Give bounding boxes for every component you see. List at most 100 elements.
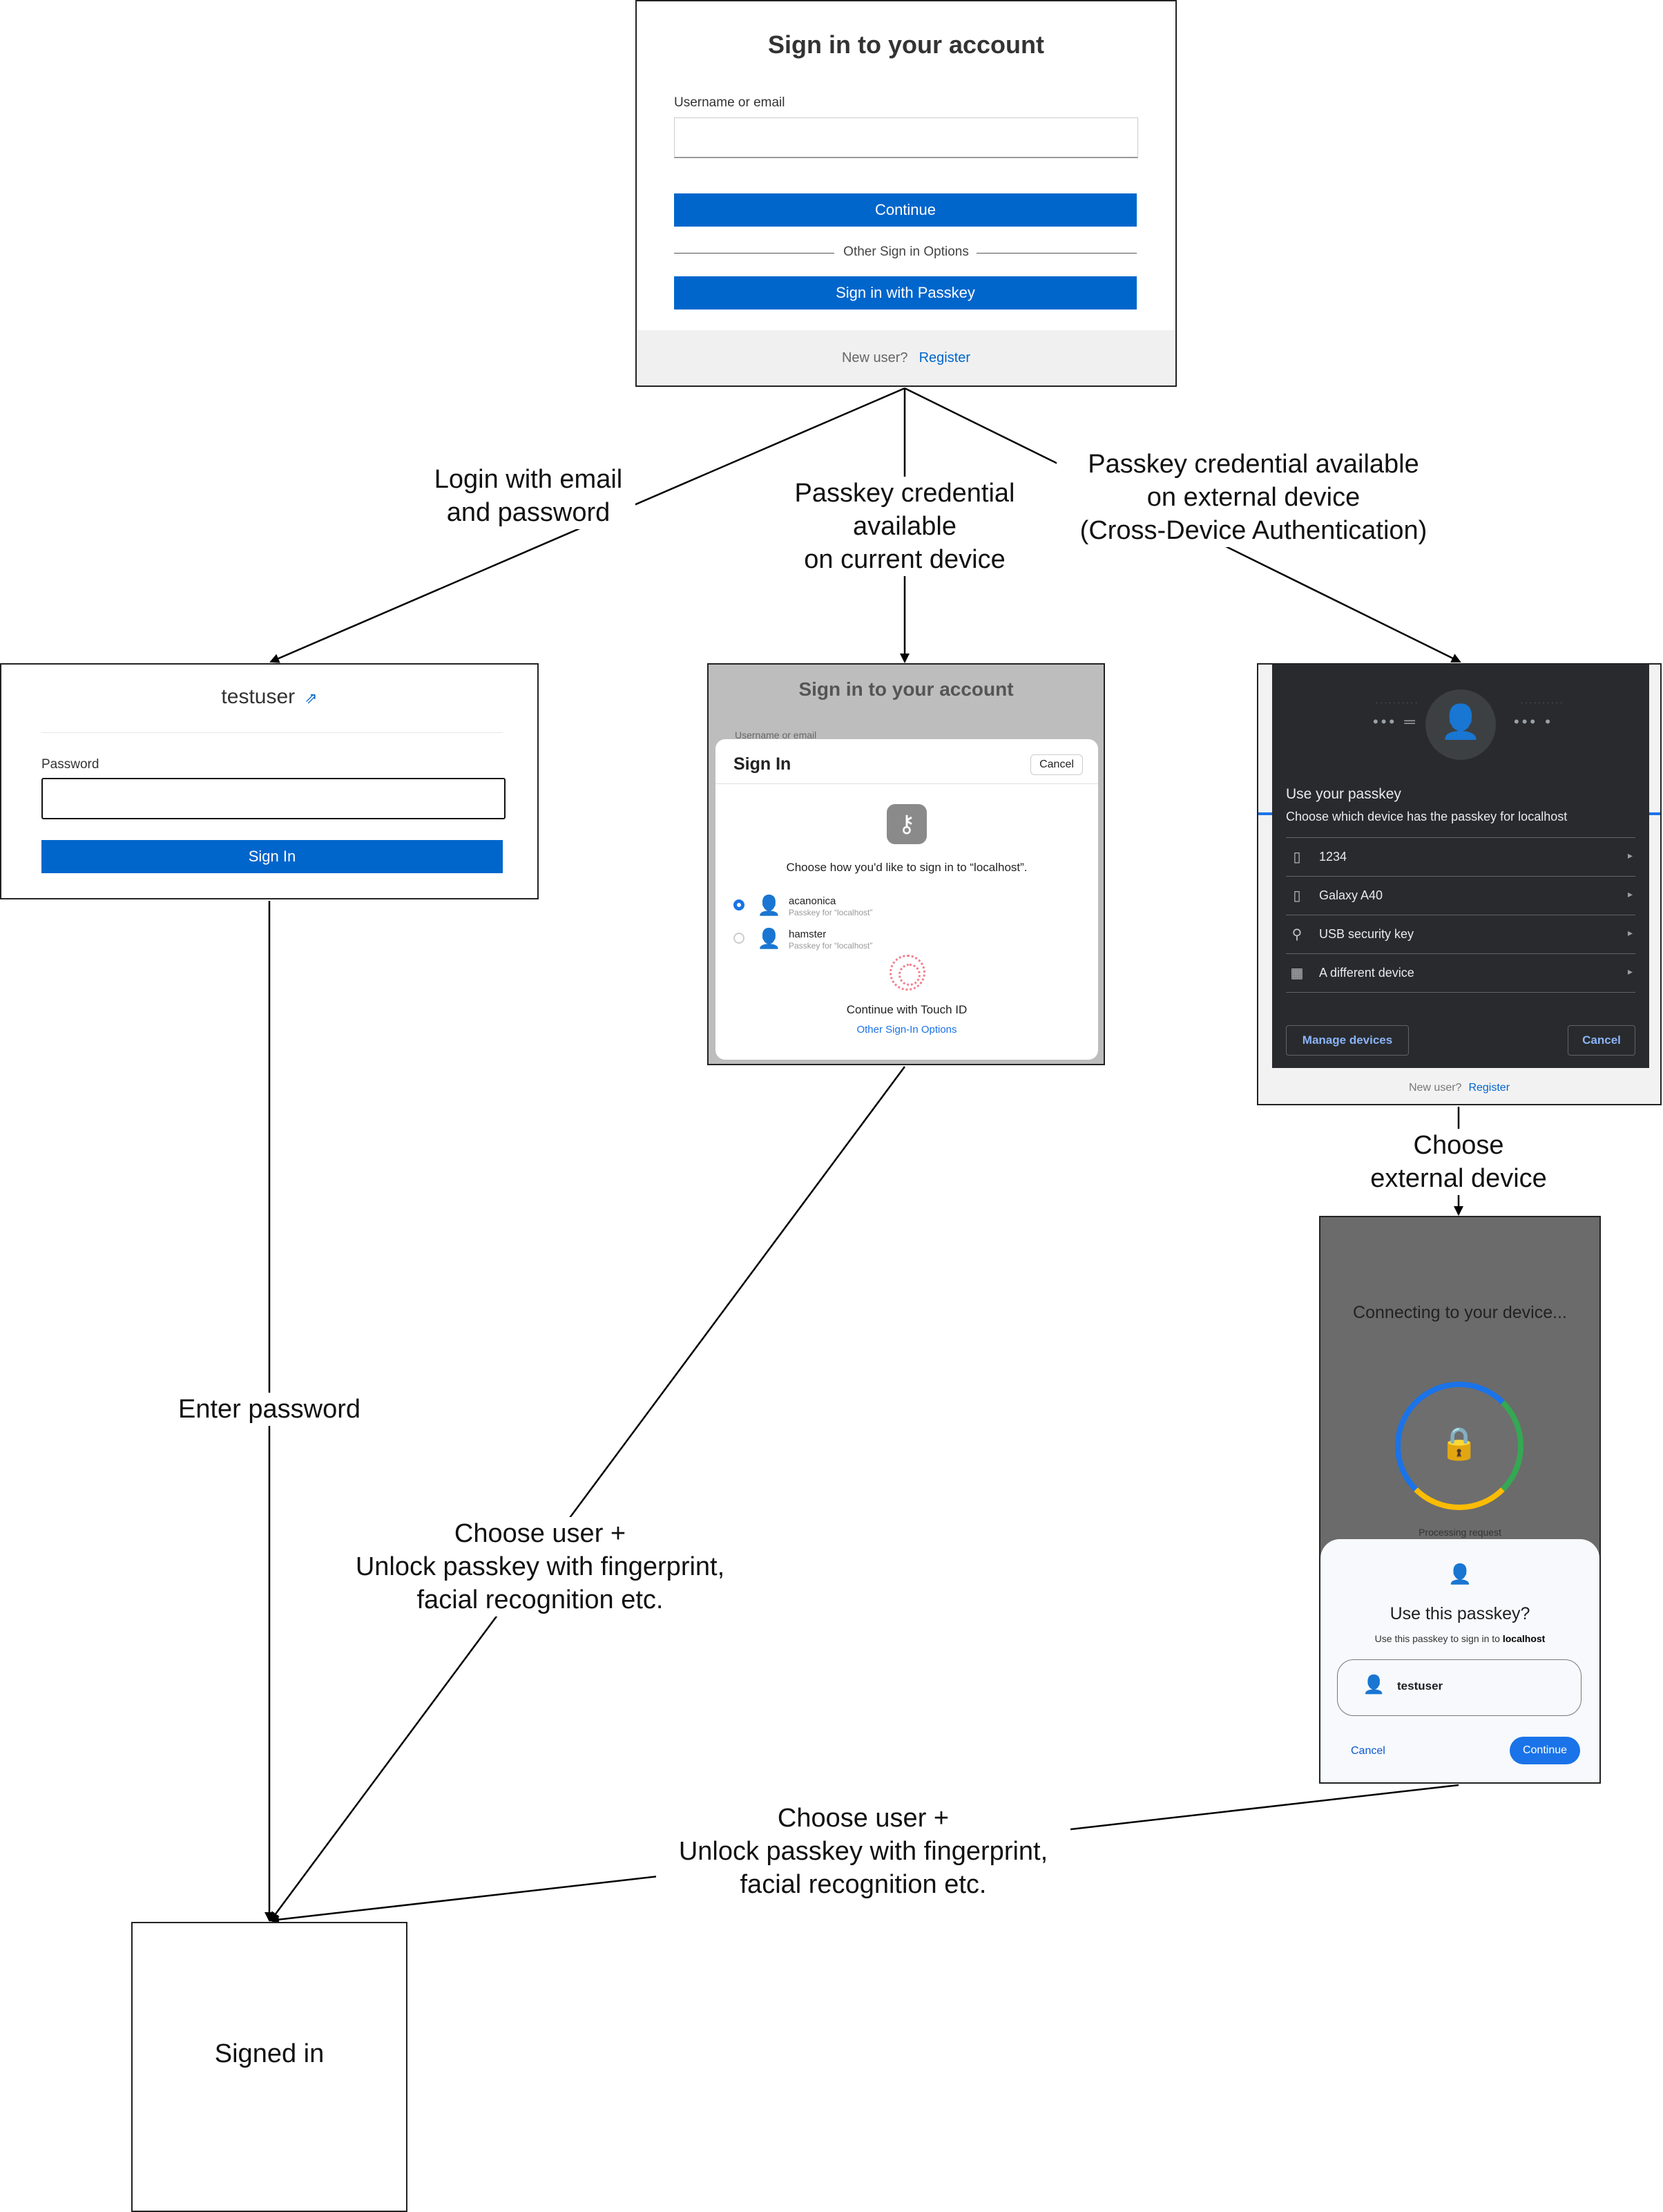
signin-prompt: Choose how you'd like to sign in to “loc… bbox=[786, 861, 1028, 874]
account-sub: Passkey for “localhost” bbox=[789, 908, 873, 917]
person-key-icon: 👤 bbox=[1440, 704, 1481, 741]
username-label: Username or email bbox=[674, 95, 785, 110]
sheet-subtext-host: localhost bbox=[1502, 1633, 1546, 1644]
device-option[interactable]: ⚲ USB security key ▸ bbox=[1286, 915, 1635, 953]
sheet-cancel-button[interactable]: Cancel bbox=[1351, 1745, 1385, 1757]
username-header: testuser⇗ bbox=[1, 685, 537, 709]
password-screen: testuser⇗ Password Sign In bbox=[0, 663, 539, 899]
signin-screen: Sign in to your account Username or emai… bbox=[635, 0, 1177, 387]
edge-label-unlock-local: Choose user + Unlock passkey with finger… bbox=[333, 1517, 747, 1617]
change-user-icon[interactable]: ⇗ bbox=[305, 689, 318, 707]
progress-ring: 🔒 bbox=[1395, 1382, 1523, 1510]
chevron-right-icon: ▸ bbox=[1627, 927, 1633, 938]
local-passkey-screen: Sign in to your account Username or emai… bbox=[707, 663, 1105, 1065]
lock-icon: 🔒 bbox=[1439, 1425, 1479, 1461]
device-label: USB security key bbox=[1319, 927, 1414, 941]
row-divider bbox=[1286, 992, 1635, 993]
chevron-right-icon: ▸ bbox=[1627, 850, 1633, 861]
device-option[interactable]: ▦ A different device ▸ bbox=[1286, 953, 1635, 992]
person-key-icon: 👤 bbox=[1448, 1563, 1472, 1585]
page-accent-right bbox=[1644, 812, 1660, 815]
sheet-title: Sign In bbox=[733, 754, 791, 774]
other-options-divider: Other Sign in Options bbox=[843, 245, 969, 259]
new-user-text: New user? bbox=[1408, 1082, 1462, 1094]
usb-icon: ⚲ bbox=[1291, 927, 1302, 942]
device-label: 1234 bbox=[1319, 850, 1347, 864]
background-page-title: Sign in to your account bbox=[798, 678, 1014, 700]
account-sub: Passkey for “localhost” bbox=[789, 941, 873, 951]
signed-in-label: Signed in bbox=[214, 2039, 325, 2068]
person-key-icon: 👤 bbox=[1363, 1674, 1385, 1695]
sheet-subtext: Use this passkey to sign in to localhost bbox=[1320, 1633, 1599, 1644]
sheet-subtext-prefix: Use this passkey to sign in to bbox=[1374, 1633, 1503, 1644]
chevron-right-icon: ▸ bbox=[1627, 966, 1633, 977]
sheet-divider bbox=[715, 783, 1098, 784]
device-option[interactable]: ▯ Galaxy A40 ▸ bbox=[1286, 876, 1635, 915]
account-name: hamster bbox=[789, 928, 827, 940]
edge-label-login-password: Login with email and password bbox=[421, 463, 635, 529]
decor-dots: ••• ═ bbox=[1373, 713, 1418, 730]
qr-code-icon: ▦ bbox=[1290, 966, 1304, 981]
register-link[interactable]: Register bbox=[1468, 1082, 1510, 1094]
dialog-heading: Use your passkey bbox=[1286, 786, 1401, 802]
progress-ring-inner bbox=[1401, 1387, 1518, 1505]
external-device-screen: Connecting to your device... 🔒 Processin… bbox=[1319, 1216, 1601, 1784]
radio-selected-icon[interactable] bbox=[733, 899, 744, 910]
row-divider bbox=[1286, 837, 1635, 838]
signin-sheet: Sign In Cancel ⚷ Choose how you'd like t… bbox=[715, 739, 1098, 1060]
decor-dots: ·········· bbox=[1376, 699, 1420, 707]
sheet-heading: Use this passkey? bbox=[1390, 1604, 1530, 1623]
passkey-dialog: ·········· ••• ═ 👤 ••• • ·········· Use … bbox=[1272, 665, 1649, 1068]
row-divider bbox=[1286, 953, 1635, 954]
account-name: testuser bbox=[1397, 1679, 1443, 1693]
processing-text: Processing request bbox=[1419, 1527, 1501, 1538]
manage-devices-button[interactable]: Manage devices bbox=[1286, 1025, 1409, 1056]
new-user-text: New user? bbox=[841, 350, 908, 365]
edge-label-enter-password: Enter password bbox=[164, 1393, 374, 1426]
divider-left bbox=[674, 253, 834, 254]
device-label: A different device bbox=[1319, 966, 1414, 980]
register-link[interactable]: Register bbox=[919, 350, 971, 365]
edge-label-passkey-external: Passkey credential available on external… bbox=[1057, 448, 1450, 547]
passkey-bottom-sheet: 👤 Use this passkey? Use this passkey to … bbox=[1320, 1539, 1599, 1782]
device-option[interactable]: ▯ 1234 ▸ bbox=[1286, 837, 1635, 876]
passkey-signin-button[interactable]: Sign in with Passkey bbox=[674, 276, 1137, 309]
phone-icon: ▯ bbox=[1293, 888, 1301, 904]
device-label: Galaxy A40 bbox=[1319, 888, 1383, 902]
account-option[interactable]: 👤 acanonica Passkey for “localhost” bbox=[733, 895, 1010, 923]
edge-label-choose-external: Choose external device bbox=[1354, 1129, 1564, 1195]
key-icon: ⚷ bbox=[887, 804, 927, 844]
account-option[interactable]: 👤 testuser bbox=[1337, 1659, 1582, 1716]
continue-button[interactable]: Continue bbox=[674, 193, 1137, 227]
register-footer: New user? Register bbox=[1258, 1082, 1660, 1094]
username-field[interactable] bbox=[674, 117, 1138, 158]
other-signin-options-link[interactable]: Other Sign-In Options bbox=[856, 1024, 957, 1036]
edge-unlock-local bbox=[269, 1066, 906, 1922]
touch-id-label: Continue with Touch ID bbox=[846, 1003, 968, 1016]
signin-button[interactable]: Sign In bbox=[41, 840, 503, 873]
connecting-text: Connecting to your device... bbox=[1353, 1303, 1567, 1322]
decor-dots: ·········· bbox=[1521, 699, 1565, 707]
passkey-hero: 👤 bbox=[1425, 689, 1496, 760]
account-name: acanonica bbox=[789, 895, 836, 907]
dialog-subheading: Choose which device has the passkey for … bbox=[1286, 810, 1568, 823]
signed-in-node: Signed in bbox=[131, 1922, 407, 2212]
fingerprint-icon[interactable] bbox=[890, 955, 925, 991]
password-field[interactable] bbox=[41, 778, 506, 819]
divider-right bbox=[977, 253, 1137, 254]
phone-icon: ▯ bbox=[1293, 850, 1301, 865]
row-divider bbox=[1286, 876, 1635, 877]
person-key-icon: 👤 bbox=[757, 895, 781, 916]
radio-unselected-icon[interactable] bbox=[733, 933, 744, 944]
password-label: Password bbox=[41, 757, 99, 772]
sheet-cancel-button[interactable]: Cancel bbox=[1030, 754, 1083, 775]
edge-label-unlock-external: Choose user + Unlock passkey with finger… bbox=[656, 1802, 1070, 1901]
person-key-icon: 👤 bbox=[757, 928, 781, 949]
background-username-label: Username or email bbox=[735, 730, 817, 741]
edge-label-passkey-current: Passkey credential available on current … bbox=[773, 477, 1036, 576]
page-accent-left bbox=[1258, 812, 1275, 815]
sheet-continue-button[interactable]: Continue bbox=[1510, 1737, 1580, 1764]
dialog-cancel-button[interactable]: Cancel bbox=[1568, 1025, 1635, 1056]
account-option[interactable]: 👤 hamster Passkey for “localhost” bbox=[733, 928, 1010, 956]
cross-device-screen: ·········· ••• ═ 👤 ••• • ·········· Use … bbox=[1257, 663, 1662, 1105]
